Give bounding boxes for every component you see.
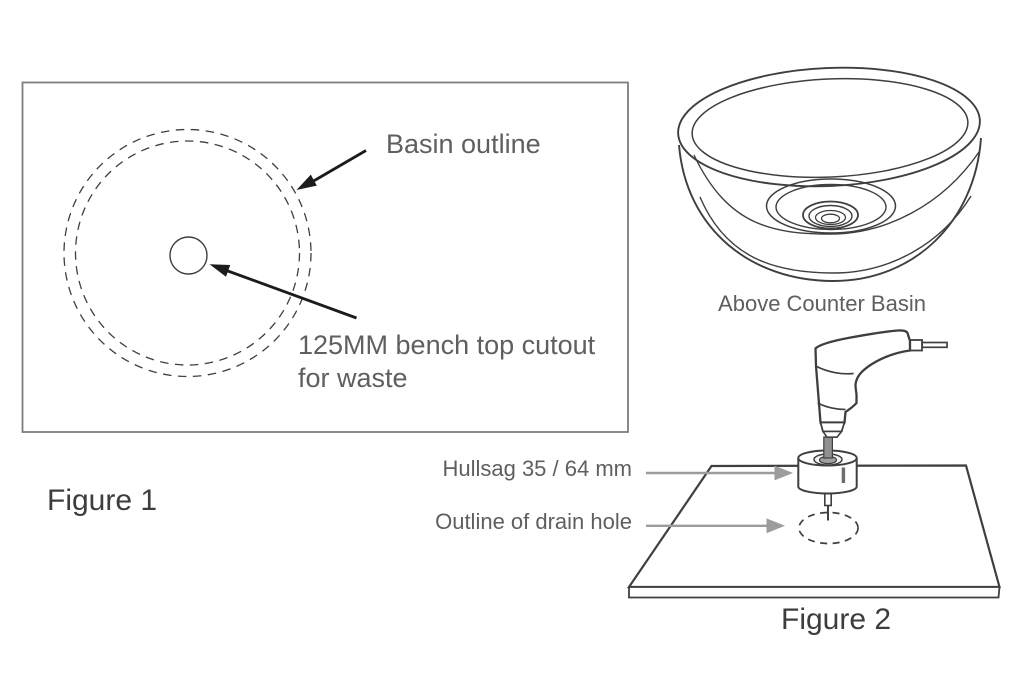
drain-hole-label: Outline of drain hole: [435, 509, 632, 534]
waste-cutout-circle: [169, 236, 208, 275]
figure1-drawing: [21, 81, 629, 433]
basin-rim-outer: [677, 66, 981, 188]
waste-cutout-label-line2: for waste: [298, 363, 408, 393]
figure1-caption: Figure 1: [47, 484, 158, 517]
drain-fitting-outer: [802, 200, 859, 230]
above-counter-basin-caption: Above Counter Basin: [718, 291, 926, 316]
drain-pointer-arrow: [646, 518, 785, 534]
drain-fitting-ring: [808, 204, 853, 228]
drill-chuck: [819, 421, 846, 433]
drain-recess-outer: [765, 178, 897, 234]
basin-wall-thickness-line: [699, 195, 972, 274]
drill-body-seam-upper: [815, 365, 854, 375]
waste-cutout-arrow: [209, 264, 357, 320]
figure2-caption: Figure 2: [781, 603, 892, 636]
basin-outline-circle-inner: [74, 140, 301, 366]
drill-body-seam-lower: [817, 402, 846, 411]
drill: [814, 329, 948, 439]
drum-slot: [841, 467, 846, 483]
drill-cord: [921, 341, 948, 349]
drain-hole-dashed-outline: [798, 511, 859, 545]
basin-inner-surface-line: [693, 151, 980, 235]
waste-cutout-label-line1: 125MM bench top cutout: [298, 330, 596, 360]
basin-outline-label: Basin outline: [386, 129, 541, 159]
figure1-box: [21, 81, 629, 433]
bench-top-edge: [628, 586, 1001, 599]
basin-rim-inner: [691, 77, 969, 179]
holesaw-label: Hullsag 35 / 64 mm: [442, 456, 632, 481]
waste-cutout-label: 125MM bench top cutout for waste: [298, 329, 595, 395]
drill-body: [814, 329, 912, 424]
basin-outline-circle-outer: [63, 128, 312, 378]
basin-outline-arrow: [296, 149, 367, 190]
drain-recess-inner: [775, 183, 887, 231]
drill-chuck-nose: [821, 430, 844, 439]
drain-plug: [820, 213, 841, 224]
holesaw-pointer-arrow: [646, 465, 793, 481]
drill-shaft: [823, 436, 833, 459]
above-counter-basin-drawing: [677, 66, 982, 282]
drill-cord-plug: [908, 339, 923, 352]
drain-fitting-ring2: [814, 209, 847, 226]
figure2-drawing: [626, 329, 1001, 599]
